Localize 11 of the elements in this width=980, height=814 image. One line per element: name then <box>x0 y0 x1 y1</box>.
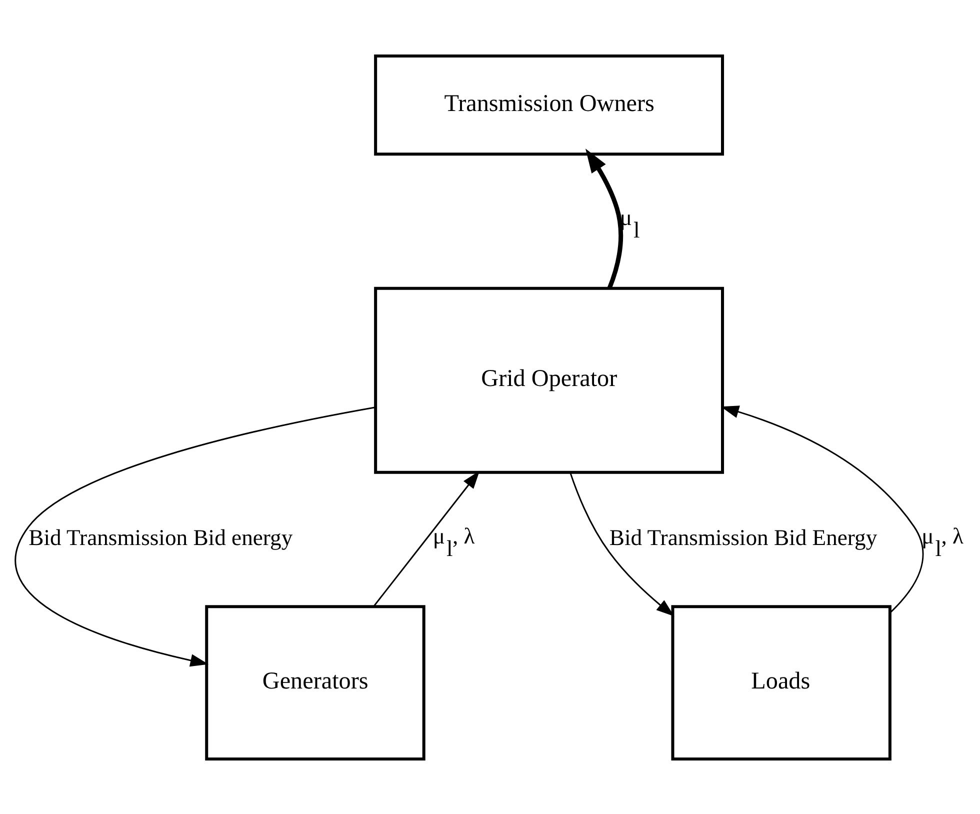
arrow <box>720 405 924 613</box>
node-box: Loads <box>671 604 892 760</box>
edge-label: Bid Transmission Bid energy <box>28 524 293 550</box>
arrow <box>586 148 624 289</box>
node-box: Generators <box>205 604 426 760</box>
arrow <box>570 472 674 616</box>
edge-label: Bid Transmission Bid Energy <box>609 524 878 550</box>
node-box: Grid Operator <box>374 286 724 474</box>
node-box: Transmission Owners <box>374 54 724 156</box>
arrow <box>373 470 480 606</box>
arrow <box>14 406 376 666</box>
